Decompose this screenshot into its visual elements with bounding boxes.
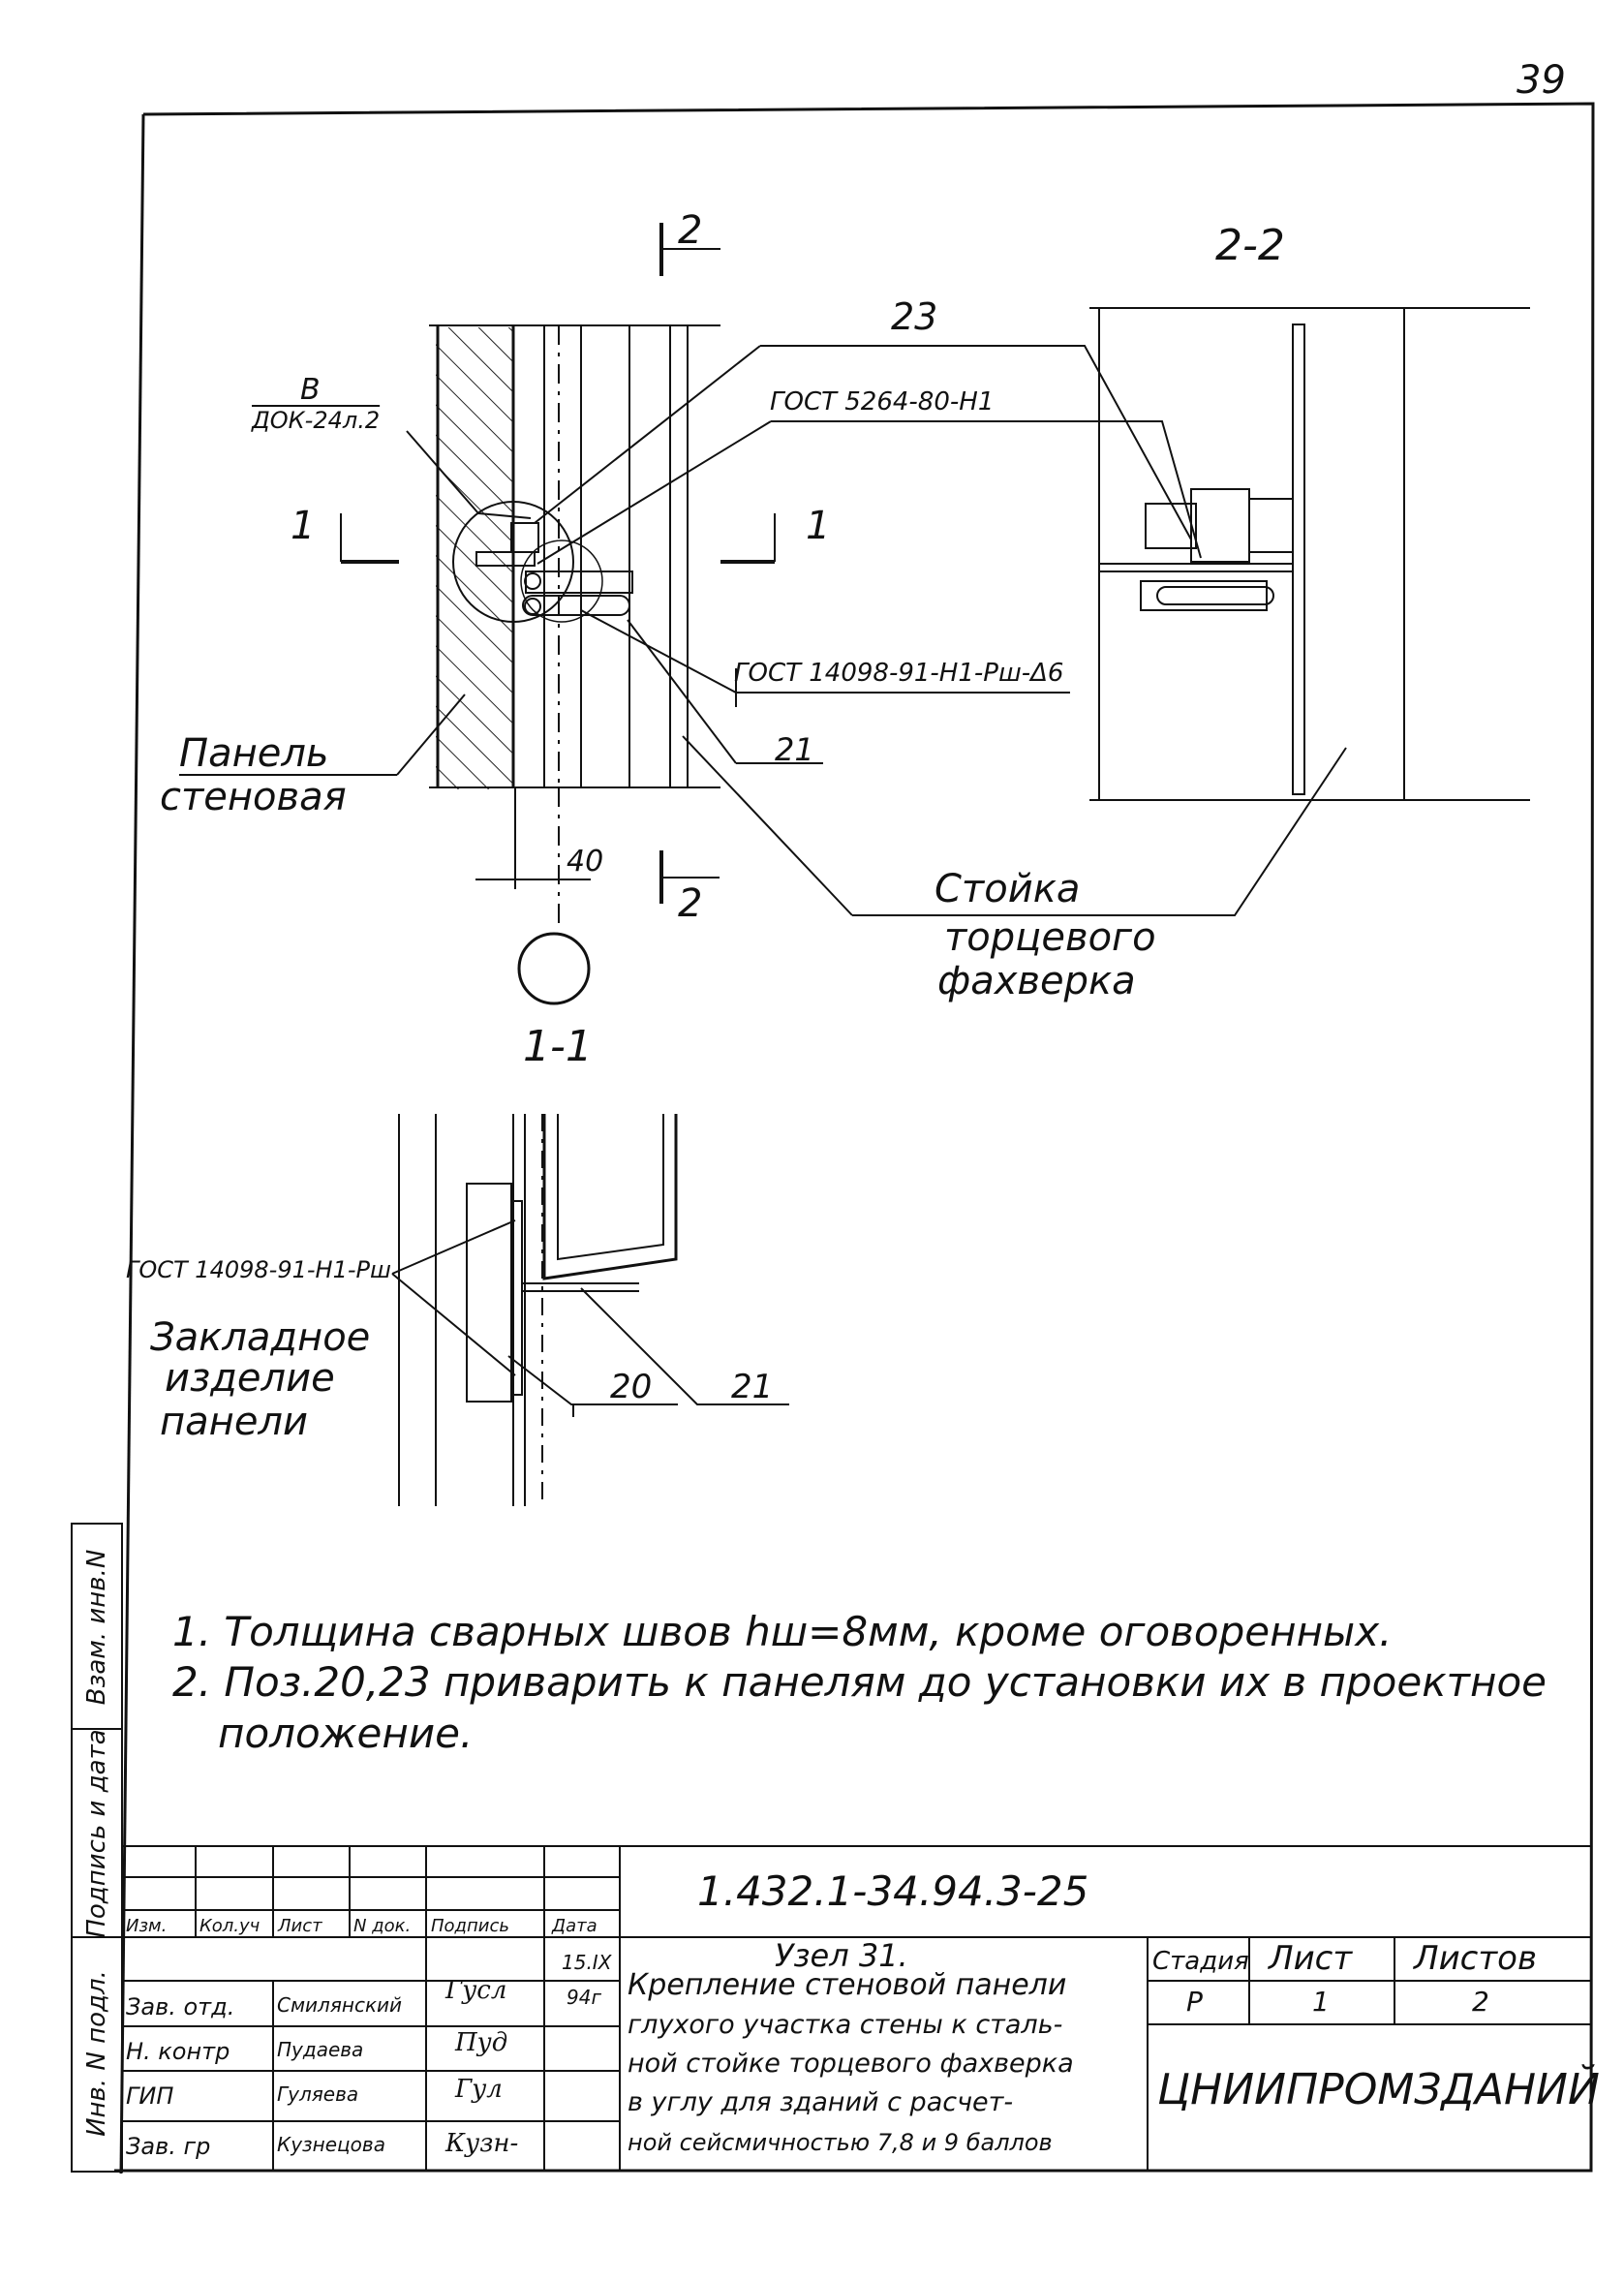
- sheet-value: 1: [1312, 1986, 1330, 2018]
- signature-4: Кузн-: [445, 2129, 519, 2158]
- name-3: Гуляева: [277, 2082, 359, 2106]
- signature-3: Гул: [455, 2075, 503, 2104]
- detail-ref-letter: В: [300, 373, 321, 407]
- role-n-kontr: Н. контр: [126, 2038, 230, 2065]
- page-number: 39: [1517, 58, 1566, 103]
- sheets-value: 2: [1472, 1986, 1489, 2018]
- note-2: 2. Поз.20,23 приварить к панелям до уста…: [172, 1658, 1547, 1706]
- header-date: Дата: [552, 1916, 598, 1936]
- cut-mark-1-left: 1: [291, 504, 316, 548]
- note-2-cont: положение.: [218, 1710, 474, 1757]
- panel-label-1: Панель: [179, 731, 329, 776]
- signature-2: Пуд: [455, 2028, 508, 2057]
- note-1: 1. Толщина сварных швов hш=8мм, кроме ог…: [172, 1608, 1393, 1655]
- sheets-label: Листов: [1414, 1939, 1538, 1978]
- sheet-label: Лист: [1269, 1939, 1353, 1978]
- header-ndok: N док.: [353, 1916, 412, 1936]
- date-line-2: 94г: [567, 1986, 601, 2009]
- stage-value: Р: [1186, 1986, 1203, 2018]
- section-2-2-title: 2-2: [1215, 221, 1285, 270]
- name-1: Смилянский: [277, 1993, 403, 2017]
- position-23: 23: [891, 295, 938, 338]
- side-stamp-frame: [71, 1523, 123, 2173]
- section-2-2-view: [1089, 307, 1530, 801]
- position-20: 20: [610, 1368, 653, 1406]
- cut-mark-1-right: 1: [806, 504, 831, 548]
- cut-mark-2-top: 2: [678, 208, 703, 253]
- role-zav-otd: Зав. отд.: [126, 1993, 235, 2020]
- post-label-3: фахверка: [937, 959, 1136, 1003]
- cut-mark-2-bottom: 2: [678, 881, 703, 926]
- header-izm: Изм.: [126, 1916, 168, 1936]
- name-2: Пудаева: [277, 2038, 364, 2061]
- desc-line-3: ной стойке торцевого фахверка: [628, 2049, 1074, 2079]
- gost-5264-label: ГОСТ 5264-80-Н1: [770, 387, 995, 416]
- main-view: [179, 223, 1347, 1005]
- side-inv-dup: Взам. инв.N: [82, 1549, 111, 1706]
- position-21-bottom: 21: [731, 1368, 774, 1406]
- header-sign: Подпись: [431, 1916, 509, 1936]
- date-line-1: 15.IX: [562, 1951, 612, 1974]
- gost-14098-label-top: ГОСТ 14098-91-Н1-Рш-Δ6: [734, 659, 1064, 688]
- section-1-1-view: [391, 1114, 789, 1506]
- node-title: Узел 31.: [775, 1937, 908, 1974]
- doc-code: 1.432.1-34.94.3-25: [697, 1867, 1089, 1915]
- desc-line-5: ной сейсмичностью 7,8 и 9 баллов: [628, 2129, 1053, 2156]
- post-label-2: торцевого: [944, 915, 1156, 960]
- header-kol: Кол.уч: [199, 1916, 260, 1936]
- desc-line-4: в углу для зданий с расчет-: [628, 2087, 1014, 2117]
- dimension-40: 40: [567, 845, 604, 879]
- role-gip: ГИП: [126, 2082, 174, 2110]
- header-list: Лист: [278, 1916, 322, 1936]
- name-4: Кузнецова: [277, 2133, 385, 2156]
- gost-14098-label-bottom: ГОСТ 14098-91-Н1-Рш: [126, 1256, 391, 1283]
- organization: ЦНИИПРОМЗДАНИЙ: [1157, 2065, 1600, 2114]
- embed-label-2: изделие: [165, 1356, 335, 1401]
- embed-label-3: панели: [160, 1400, 308, 1444]
- side-inv-orig: Инв. N подл.: [82, 1970, 111, 2137]
- side-sign-date: Подпись и дата: [82, 1729, 111, 1938]
- stage-label: Стадия: [1152, 1947, 1249, 1976]
- desc-line-2: глухого участка стены к сталь-: [628, 2010, 1063, 2040]
- section-1-1-title: 1-1: [523, 1022, 593, 1071]
- position-21-top: 21: [775, 731, 814, 768]
- embed-label-1: Закладное: [150, 1315, 371, 1360]
- role-zav-gr: Зав. гр: [126, 2133, 211, 2160]
- sheet-frame: [114, 102, 1595, 2174]
- signature-1: Гусл: [445, 1976, 507, 2005]
- detail-ref-doc: ДОК-24л.2: [252, 407, 381, 434]
- post-label-1: Стойка: [935, 867, 1081, 911]
- title-block-frame: [121, 1845, 1591, 2172]
- desc-line-1: Крепление стеновой панели: [628, 1968, 1067, 2002]
- panel-label-2: стеновая: [160, 775, 347, 819]
